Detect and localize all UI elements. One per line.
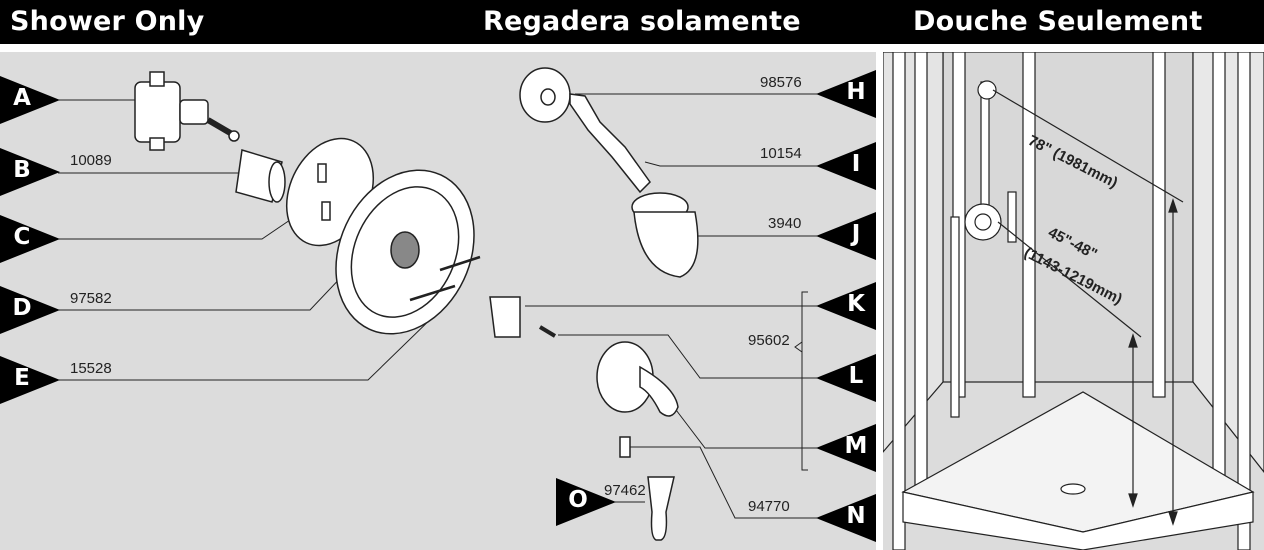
- title-spanish: Regadera solamente: [483, 6, 801, 37]
- leader-line-i: [644, 161, 820, 167]
- shower-stall-illustration: [883, 52, 1264, 550]
- part-callout-b: B: [0, 148, 60, 196]
- cartridge-drawing: [235, 149, 286, 203]
- showerhead-drawing: [631, 192, 699, 278]
- part-callout-d: D: [0, 286, 60, 334]
- part-number-d: 97582: [70, 290, 112, 307]
- knob-drawing: [647, 476, 675, 541]
- part-callout-c: C: [0, 215, 60, 263]
- leader-line-l: [558, 334, 820, 379]
- handle-adapter-drawing: [489, 296, 557, 338]
- part-callout-j: J: [816, 212, 876, 260]
- part-number-n: 94770: [748, 498, 790, 515]
- leader-line-n: [630, 446, 820, 519]
- part-callout-h: H: [816, 70, 876, 118]
- part-callout-a: A: [0, 76, 60, 124]
- exploded-parts-panel: A B 10089 C D 97582 E 15528 H 98576 I 10…: [0, 52, 876, 550]
- part-number-e: 15528: [70, 360, 112, 377]
- leader-line-e: [58, 309, 441, 381]
- part-number-i: 10154: [760, 145, 802, 162]
- installation-panel: 78" (1981mm) 45"-48" (1143-1219mm): [883, 52, 1264, 550]
- leader-line-m: [669, 401, 820, 449]
- header-bar: Shower Only Regadera solamente Douche Se…: [0, 0, 1264, 44]
- title-french: Douche Seulement: [913, 6, 1203, 37]
- title-english: Shower Only: [10, 6, 205, 37]
- shower-arm-drawing: [519, 67, 651, 194]
- dimension-lines: [992, 89, 1184, 526]
- part-number-b: 10089: [70, 152, 112, 169]
- part-callout-o: O: [556, 478, 616, 526]
- valve-body-drawing: [134, 71, 240, 151]
- part-callout-m: M: [816, 424, 876, 472]
- part-number-h: 98576: [760, 74, 802, 91]
- part-callout-k: K: [816, 282, 876, 330]
- part-callout-l: L: [816, 354, 876, 402]
- part-callout-i: I: [816, 142, 876, 190]
- part-callout-e: E: [0, 356, 60, 404]
- set-screw-drawing: [619, 436, 631, 458]
- lever-handle-drawing: [596, 341, 679, 417]
- part-callout-n: N: [816, 494, 876, 542]
- leader-line-c: [58, 219, 291, 240]
- part-number-j: 3940: [768, 215, 802, 232]
- escutcheon-plate-drawing: [335, 169, 475, 335]
- group-part-number: 95602: [748, 332, 790, 349]
- part-number-o: 97462: [604, 482, 646, 499]
- group-bracket: [801, 291, 808, 471]
- parts-illustration: [58, 67, 820, 541]
- screws-drawing: [409, 255, 481, 302]
